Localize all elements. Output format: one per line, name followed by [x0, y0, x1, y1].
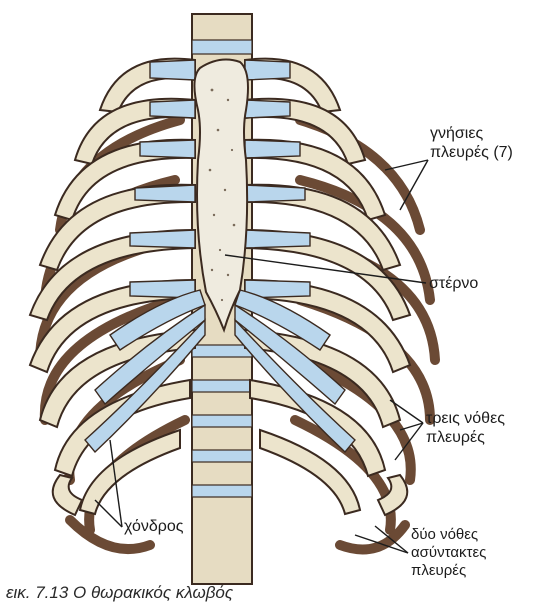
leader-cartilage-1	[95, 500, 122, 527]
leader-true-ribs-1	[385, 160, 428, 170]
label-false-ribs: τρεις νόθες πλευρές	[426, 409, 505, 447]
label-floating-ribs: δύο νόθες ασύντακτες πλευρές	[411, 526, 486, 580]
figure-caption: εικ. 7.13 Ο θωρακικός κλωβός	[6, 583, 233, 603]
label-sternum: στέρνο	[429, 274, 478, 293]
label-cartilage: χόνδρος	[124, 517, 183, 536]
label-true-ribs: γνήσιες πλευρές (7)	[430, 124, 513, 162]
